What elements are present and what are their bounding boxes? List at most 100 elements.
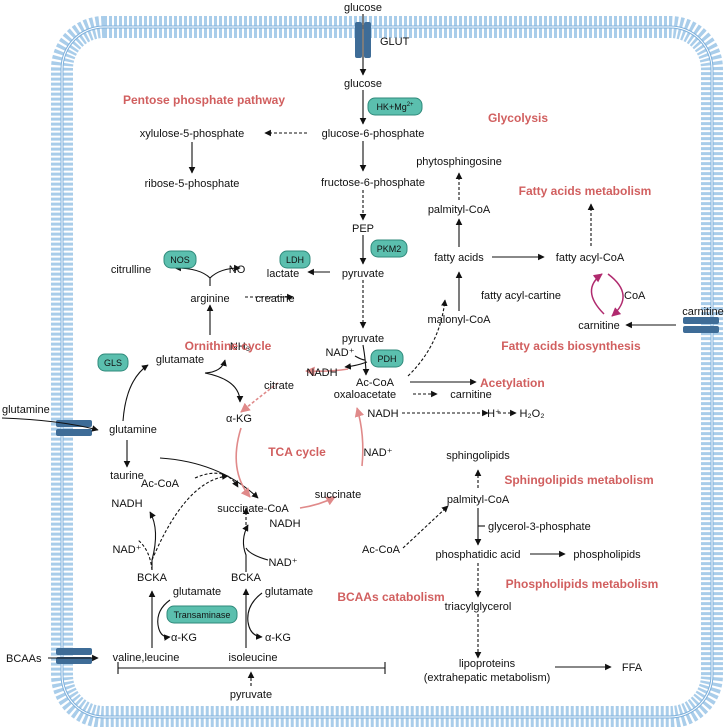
svg-text:HK+Mg2+: HK+Mg2+ (376, 102, 414, 112)
nadh-left: NADH (111, 498, 142, 510)
pathway-labels: Pentose phosphate pathway Glycolysis Fat… (123, 93, 658, 604)
acetyl-coa: Ac-CoA (356, 377, 395, 389)
nad-right: NAD⁺ (268, 557, 297, 569)
alpha-kg-left: α-KG (171, 632, 197, 644)
coa: CoA (624, 290, 646, 302)
acetyl-coa-bcaa: Ac-CoA (141, 478, 180, 490)
proton: H⁺ (487, 408, 501, 420)
glut-label: GLUT (380, 36, 410, 48)
pathway-fatty-acids-metabolism: Fatty acids metabolism (519, 184, 652, 198)
pathway-ppp: Pentose phosphate pathway (123, 93, 285, 107)
enzyme-nos-label: NOS (170, 255, 190, 265)
pathway-acetylation: Acetylation (480, 376, 545, 390)
glycerol-3-phosphate: glycerol-3-phosphate (488, 521, 591, 533)
enzyme-hk: HK+Mg2+ (367, 97, 423, 116)
alpha-kg-right: α-KG (265, 632, 291, 644)
fructose-6-phosphate: fructose-6-phosphate (321, 177, 425, 189)
enzyme-hk-label: HK+Mg (376, 102, 406, 112)
enzyme-transaminase-label: Transaminase (174, 610, 231, 620)
carnitine-intracellular: carnitine (578, 320, 620, 332)
malonyl-coa: malonyl-CoA (428, 314, 492, 326)
nadh-tca: NADH (367, 408, 398, 420)
glucose-extracellular: glucose (344, 2, 382, 14)
valine-leucine: valine,leucine (113, 652, 180, 664)
hydrogen-peroxide: H₂O₂ (519, 408, 544, 420)
glutamine-intracellular: glutamine (109, 424, 157, 436)
glutamate-left: glutamate (173, 586, 221, 598)
creatine: creatine (255, 293, 294, 305)
pathway-glycolysis: Glycolysis (488, 111, 548, 125)
tca-cycle-arrows (235, 366, 365, 509)
enzyme-ldh: LDH (279, 250, 311, 269)
carnitine-extracellular: carnitine (682, 306, 724, 318)
pep: PEP (352, 223, 374, 235)
enzyme-gls: GLS (97, 353, 129, 372)
nad-pdh: NAD⁺ (325, 347, 354, 359)
carnitine-cycle (590, 273, 624, 317)
palmityl-coa-top: palmityl-CoA (428, 204, 491, 216)
bcaas-extracellular: BCAAs (6, 653, 42, 665)
cell-membrane (51, 16, 723, 727)
citrate: citrate (264, 380, 294, 392)
enzyme-pdh: PDH (370, 349, 404, 368)
glucose-6-phosphate: glucose-6-phosphate (322, 128, 425, 140)
taurine: taurine (110, 470, 144, 482)
bcka-right: BCKA (231, 572, 262, 584)
bcaa-transporter (56, 648, 92, 664)
pyruvate-bcaa: pyruvate (230, 689, 272, 701)
glutamine-transporter (56, 420, 92, 436)
extrahepatic-metabolism: (extrahepatic metabolism) (424, 672, 551, 684)
pathway-phospholipids-metabolism: Phospholipids metabolism (506, 577, 659, 591)
enzyme-hk-superscript: 2+ (407, 102, 414, 108)
enzyme-gls-label: GLS (104, 358, 122, 368)
phospholipids: phospholipids (573, 549, 641, 561)
acetyl-coa-lipid: Ac-CoA (362, 544, 401, 556)
molecule-labels: glucose GLUT glucose glucose-6-phosphate… (2, 2, 724, 701)
glutamate: glutamate (156, 354, 204, 366)
succinyl-coa: succinate-CoA (217, 503, 289, 515)
carnitine-transporter (683, 317, 719, 333)
enzyme-pdh-label: PDH (377, 354, 396, 364)
glucose-intracellular: glucose (344, 78, 382, 90)
xylulose-5-phosphate: xylulose-5-phosphate (140, 128, 245, 140)
citrulline: citrulline (111, 264, 151, 276)
carnitine-from-oaa: carnitine (450, 389, 492, 401)
nadh-right: NADH (269, 518, 300, 530)
pathway-sphingolipids-metabolism: Sphingolipids metabolism (504, 473, 653, 487)
lactate: lactate (267, 268, 299, 280)
glutamate-right: glutamate (265, 586, 313, 598)
pyruvate-mito: pyruvate (342, 333, 384, 345)
enzyme-pkm2: PKM2 (370, 239, 408, 258)
bcka-left: BCKA (137, 572, 168, 584)
enzyme-transaminase: Transaminase (166, 605, 238, 624)
sphingolipids: sphingolipids (446, 450, 510, 462)
fatty-acyl-coa: fatty acyl-CoA (556, 252, 625, 264)
arginine: arginine (190, 293, 229, 305)
glut-transporter (355, 22, 371, 58)
ffa: FFA (622, 662, 643, 674)
alpha-kg: α-KG (226, 413, 252, 425)
enzyme-nos: NOS (163, 250, 197, 269)
pathway-ornithine-cycle: Ornithine cycle (185, 339, 272, 353)
succinate: succinate (315, 489, 361, 501)
enzyme-ldh-label: LDH (286, 255, 304, 265)
enzyme-pkm2-label: PKM2 (377, 244, 402, 254)
isoleucine: isoleucine (229, 652, 278, 664)
pathway-bcaas-catabolism: BCAAs catabolism (337, 590, 444, 604)
nad-tca: NAD⁺ (363, 447, 392, 459)
phosphatidic-acid: phosphatidic acid (435, 549, 520, 561)
phytosphingosine: phytosphingosine (416, 156, 502, 168)
ribose-5-phosphate: ribose-5-phosphate (145, 178, 240, 190)
nitric-oxide: NO (229, 264, 246, 276)
ammonia: NH₃ (230, 341, 250, 353)
pathway-tca-cycle: TCA cycle (268, 445, 326, 459)
fatty-acids: fatty acids (434, 252, 484, 264)
nadh-pdh: NADH (306, 367, 337, 379)
pathway-fatty-acids-biosynthesis: Fatty acids biosynthesis (501, 339, 641, 353)
fatty-acyl-cartine: fatty acyl-cartine (481, 290, 561, 302)
triacylglycerol: triacylglycerol (445, 601, 512, 613)
palmityl-coa-mid: palmityl-CoA (447, 494, 510, 506)
lipoproteins: lipoproteins (459, 658, 516, 670)
glutamine-extracellular: glutamine (2, 404, 50, 416)
